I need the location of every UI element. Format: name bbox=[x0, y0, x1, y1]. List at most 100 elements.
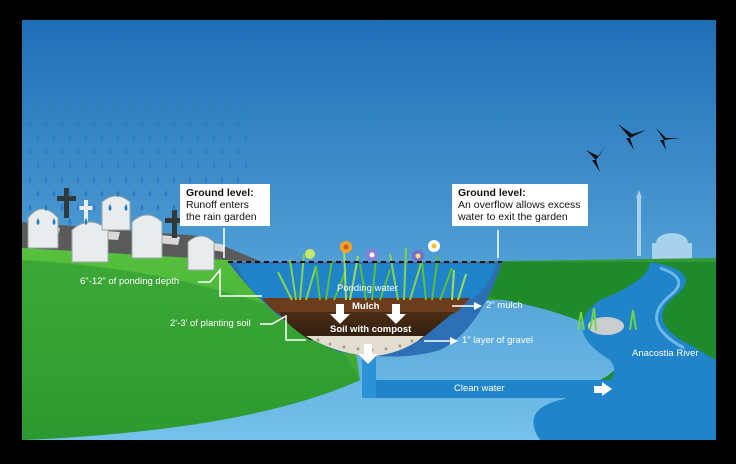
cross-icon bbox=[57, 188, 184, 238]
raindrop-icon bbox=[172, 92, 176, 99]
raindrop-icon bbox=[76, 204, 80, 211]
raindrop-icon bbox=[28, 176, 32, 183]
bird-icon bbox=[586, 124, 680, 172]
soil-layer bbox=[278, 312, 454, 340]
raindrop-icon bbox=[172, 204, 176, 211]
raindrop-icon bbox=[172, 120, 176, 127]
raindrop-icon bbox=[92, 148, 96, 155]
raindrop-icon bbox=[196, 162, 200, 169]
raindrop-icon bbox=[28, 120, 32, 127]
raindrop-icon bbox=[156, 148, 160, 155]
raindrop-icon bbox=[76, 120, 80, 127]
raindrop-icon bbox=[220, 120, 224, 127]
raindrop-icon bbox=[124, 120, 128, 127]
raindrop-icon bbox=[76, 176, 80, 183]
raindrop-icon bbox=[28, 148, 32, 155]
raindrop-icon bbox=[140, 92, 144, 99]
raindrop-icon bbox=[148, 134, 152, 141]
raindrop-icon bbox=[228, 162, 232, 169]
callout-line: the rain garden bbox=[186, 211, 257, 223]
tombstone-icon bbox=[27, 195, 215, 271]
callout-line: An overflow allows excess bbox=[458, 199, 581, 211]
raindrop-icon bbox=[44, 92, 48, 99]
raindrop-icon bbox=[236, 148, 240, 155]
label-ponding-water: Ponding water bbox=[337, 283, 398, 294]
label-clean-water: Clean water bbox=[454, 383, 505, 394]
raindrop-icon bbox=[108, 92, 112, 99]
raindrop-icon bbox=[228, 106, 232, 113]
raindrop-icon bbox=[124, 148, 128, 155]
raindrop-icon bbox=[212, 162, 216, 169]
raindrop-icon bbox=[84, 190, 88, 197]
raindrop-icon bbox=[244, 134, 248, 141]
raindrop-icon bbox=[244, 106, 248, 113]
label-anacostia-river: Anacostia River bbox=[632, 348, 699, 359]
flower-icon bbox=[305, 240, 440, 262]
callout-overflow: Ground level: An overflow allows excess … bbox=[452, 184, 588, 226]
label-ponding-depth: 6"-12" of ponding depth bbox=[80, 276, 180, 287]
raindrop-icon bbox=[84, 162, 88, 169]
raindrop-icon bbox=[188, 176, 192, 183]
raindrop-icon bbox=[60, 148, 64, 155]
raindrop-icon bbox=[212, 106, 216, 113]
raindrop-icon bbox=[220, 92, 224, 99]
raindrop-icon bbox=[100, 162, 104, 169]
raindrop-icon bbox=[52, 162, 56, 169]
raindrop-icon bbox=[68, 162, 72, 169]
raindrop-icon bbox=[36, 162, 40, 169]
raindrop-icon bbox=[68, 106, 72, 113]
label-gravel-layer: 1" layer of gravel bbox=[462, 335, 533, 346]
raindrop-icon bbox=[68, 134, 72, 141]
raindrop-icon bbox=[60, 204, 64, 211]
raindrop-icon bbox=[60, 176, 64, 183]
raindrop-icon bbox=[220, 148, 224, 155]
leader-lines bbox=[198, 228, 499, 342]
arrow-down-icon bbox=[330, 304, 406, 364]
raindrop-icon bbox=[92, 176, 96, 183]
raindrop-icon bbox=[36, 218, 40, 225]
raindrop-icon bbox=[92, 120, 96, 127]
raindrop-icon bbox=[68, 190, 72, 197]
callout-line: Runoff enters bbox=[186, 199, 249, 211]
label-mulch: Mulch bbox=[352, 301, 380, 312]
raindrop-icon bbox=[44, 204, 48, 211]
raindrop-icon bbox=[164, 106, 168, 113]
raindrop-icon bbox=[132, 190, 136, 197]
raindrop-icon bbox=[236, 120, 240, 127]
raindrop-icon bbox=[132, 162, 136, 169]
raindrop-icon bbox=[204, 120, 208, 127]
raindrop-icon bbox=[100, 134, 104, 141]
raindrop-icon bbox=[172, 176, 176, 183]
raindrop-icon bbox=[156, 204, 160, 211]
raindrop-icon bbox=[36, 190, 40, 197]
raindrop-icon bbox=[204, 176, 208, 183]
arrow-right-icon bbox=[450, 302, 482, 345]
raindrop-icon bbox=[124, 92, 128, 99]
raindrop-icon bbox=[156, 120, 160, 127]
raindrop-icon bbox=[180, 106, 184, 113]
mulch-layer bbox=[262, 298, 470, 314]
raindrop-icon bbox=[180, 162, 184, 169]
raindrop-icon bbox=[116, 106, 120, 113]
cross-icon bbox=[78, 200, 94, 222]
raindrop-icon bbox=[68, 218, 72, 225]
gravel-dots bbox=[316, 338, 414, 352]
raindrop-icon bbox=[236, 92, 240, 99]
raindrop-icon bbox=[116, 134, 120, 141]
raindrop-icon bbox=[164, 190, 168, 197]
raindrop-icon bbox=[60, 120, 64, 127]
raindrop-icon bbox=[164, 134, 168, 141]
raindrop-icon bbox=[244, 162, 248, 169]
raindrop-icon bbox=[228, 134, 232, 141]
raindrop-icon bbox=[44, 120, 48, 127]
raindrop-icon bbox=[164, 162, 168, 169]
raindrop-icon bbox=[44, 148, 48, 155]
raindrop-icon bbox=[148, 106, 152, 113]
raindrop-icon bbox=[52, 106, 56, 113]
raindrop-icon bbox=[92, 92, 96, 99]
raindrop-icon bbox=[140, 204, 144, 211]
raindrop-icon bbox=[204, 148, 208, 155]
raindrop-icon bbox=[196, 134, 200, 141]
raindrop-icon bbox=[84, 218, 88, 225]
